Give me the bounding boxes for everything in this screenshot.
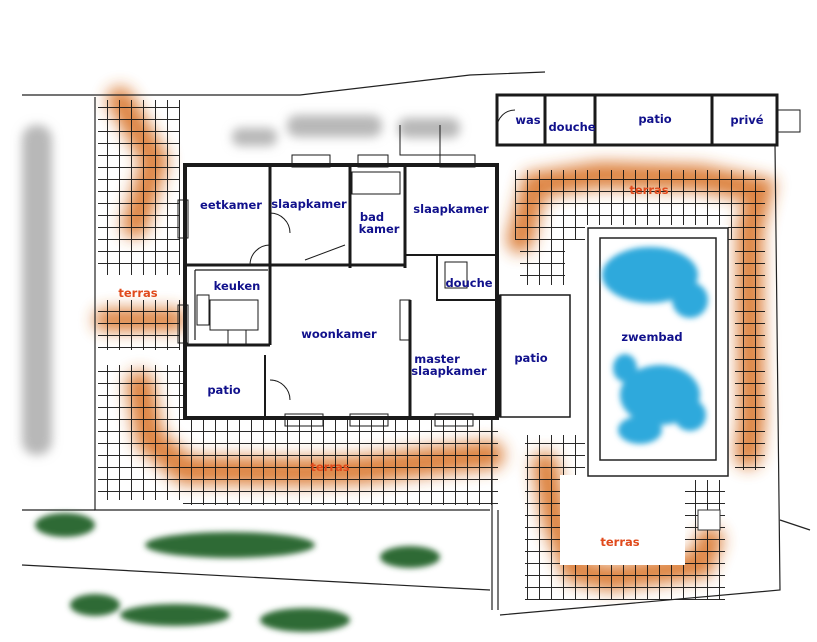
label-douche-top: douche	[548, 120, 595, 134]
label-master-1: master	[414, 352, 460, 366]
label-terras-bottom: terras	[310, 460, 349, 474]
label-badkamer-2: kamer	[359, 222, 400, 236]
label-slaapkamer-1: slaapkamer	[271, 197, 347, 211]
label-keuken: keuken	[214, 279, 261, 293]
label-badkamer-1: bad	[360, 210, 384, 224]
annex-walls	[399, 93, 801, 156]
terrace-grid	[98, 100, 765, 600]
site-boundary	[21, 71, 811, 616]
room-labels: was douche patio privé eetkamer slaapkam…	[200, 112, 764, 397]
outdoor-fixture	[697, 509, 721, 531]
terrace-labels: terras terras terras terras	[118, 183, 668, 549]
label-patio-right: patio	[514, 351, 547, 365]
blurred-surroundings	[22, 115, 460, 455]
label-terras-bottom-right: terras	[600, 535, 639, 549]
label-patio-top: patio	[638, 112, 671, 126]
label-zwembad: zwembad	[621, 330, 682, 344]
label-eetkamer: eetkamer	[200, 198, 262, 212]
label-was: was	[515, 113, 540, 127]
house-walls	[177, 154, 499, 427]
label-terras-top-right: terras	[629, 183, 668, 197]
label-woonkamer: woonkamer	[301, 327, 377, 341]
label-master-2: slaapkamer	[411, 364, 487, 378]
patio-right-walls	[498, 294, 571, 418]
label-terras-left: terras	[118, 286, 157, 300]
label-slaapkamer-2: slaapkamer	[413, 202, 489, 216]
label-douche-mid: douche	[445, 276, 492, 290]
label-patio-left: patio	[207, 383, 240, 397]
hedges	[35, 513, 440, 632]
swimming-pool	[587, 227, 729, 477]
label-prive: privé	[730, 113, 763, 127]
